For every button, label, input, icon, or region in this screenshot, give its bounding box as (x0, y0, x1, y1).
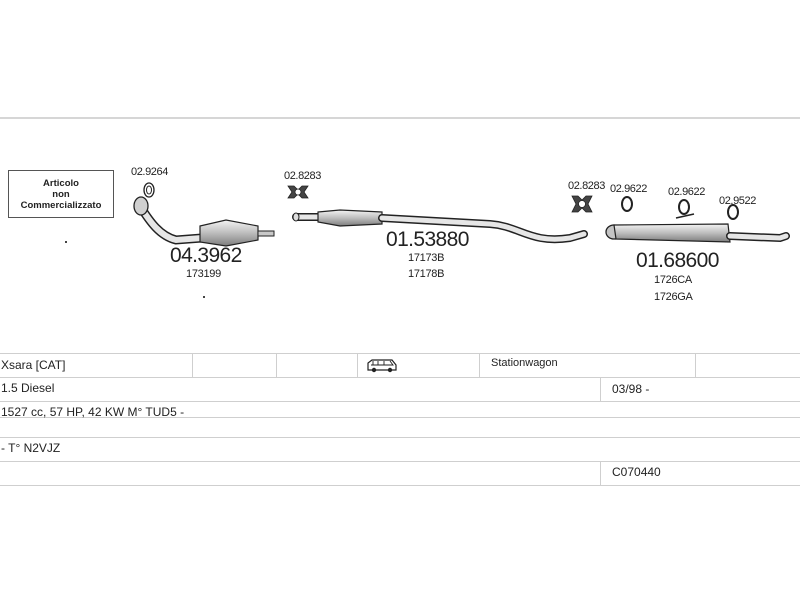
hanger-icon[interactable] (675, 199, 695, 219)
vehicle-model: Xsara [CAT] (1, 358, 66, 372)
engine-type: 1.5 Diesel (1, 381, 55, 395)
catalyst-part-code[interactable]: 04.3962 (170, 244, 242, 267)
catalog-code: C070440 (612, 465, 661, 479)
rear-silencer-ref: 1726GA (654, 291, 693, 303)
hanger-part-code[interactable]: 02.9622 (668, 186, 705, 198)
rear-silencer-ref: 1726CA (654, 274, 692, 286)
hanger-part-code[interactable]: 02.9522 (719, 195, 756, 207)
catalyst-ref: 173199 (186, 268, 221, 280)
rear-silencer[interactable] (605, 223, 790, 243)
mount-part-code[interactable]: 02.8283 (568, 180, 605, 192)
legend-line: non (52, 188, 70, 200)
flange-icon (133, 196, 149, 216)
mount-part-code[interactable]: 02.8283 (284, 170, 321, 182)
middle-silencer-part-code[interactable]: 01.53880 (386, 228, 469, 251)
van-icon (366, 359, 398, 376)
middle-silencer-ref: 17178B (408, 268, 445, 280)
marker-dot (203, 296, 205, 298)
marker-dot (65, 241, 67, 243)
middle-silencer[interactable] (292, 209, 588, 244)
legend-line: Commercializzato (20, 199, 102, 211)
clamp-part-code[interactable]: 02.9264 (131, 166, 168, 178)
hanger-icon[interactable] (621, 196, 633, 212)
hanger-part-code[interactable]: 02.9622 (610, 183, 647, 195)
rear-silencer-part-code[interactable]: 01.68600 (636, 249, 719, 272)
date-range: 03/98 - (612, 382, 650, 396)
body-type: Stationwagon (491, 357, 558, 369)
legend-line: Articolo (43, 177, 79, 189)
chassis-code: - T° N2VJZ (1, 441, 61, 455)
catalyst-front-pipe[interactable] (133, 196, 275, 247)
rubber-mount-icon[interactable] (287, 185, 309, 199)
engine-specs: 1527 cc, 57 HP, 42 KW M° TUD5 - (1, 405, 185, 419)
not-sold-legend-box: Articolo non Commercializzato (8, 170, 114, 218)
diagram-top-border (0, 117, 800, 119)
exhaust-diagram (133, 182, 790, 247)
middle-silencer-ref: 17173B (408, 252, 445, 264)
hanger-icon[interactable] (727, 204, 739, 220)
rubber-mount-icon[interactable] (571, 195, 593, 213)
clamp-icon[interactable] (143, 182, 155, 198)
